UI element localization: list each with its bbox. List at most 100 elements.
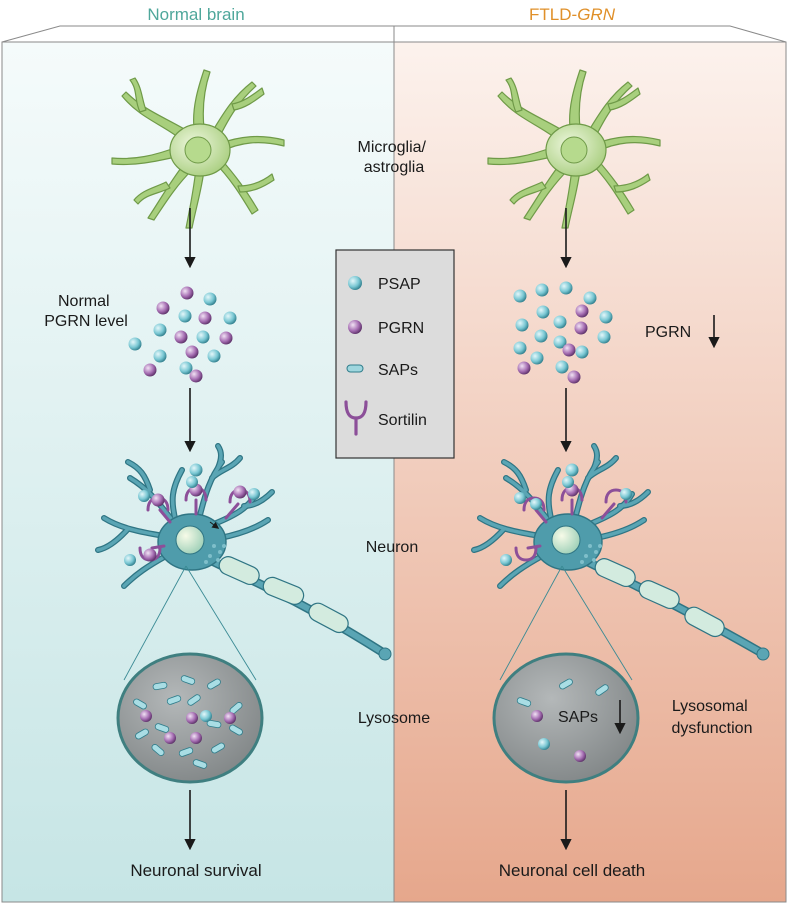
lysosome-label: Lysosome (358, 710, 430, 727)
psap-sphere (530, 498, 542, 510)
pgrn-sphere (185, 345, 199, 359)
sortilin-receptor-icon (344, 400, 368, 436)
legend-box: PSAP PGRN SAPs Sortilin (335, 249, 455, 459)
neuron-nucleus-right (551, 525, 581, 555)
psap-sphere (178, 309, 192, 323)
normal-pgrn-label-line1: Normal (58, 293, 110, 310)
neuron-right (471, 443, 770, 661)
pgrn-sphere-icon (348, 320, 362, 334)
legend-item-sortilin: Sortilin (344, 400, 427, 436)
psap-sphere (565, 463, 579, 477)
pgrn-sphere (517, 361, 531, 375)
pgrn-sphere (233, 485, 247, 499)
protein-cloud-left (128, 286, 237, 383)
psap-sphere (513, 341, 527, 355)
axon-terminal (756, 647, 770, 661)
legend-item-pgrn: PGRN (348, 320, 424, 337)
neuron-nucleus-left (175, 525, 205, 555)
sap-capsule (206, 719, 222, 729)
psap-sphere (153, 349, 167, 363)
psap-sphere (514, 492, 526, 504)
psap-sphere (583, 291, 597, 305)
ftld-grn-title-prefix: FTLD- (529, 5, 577, 24)
sap-capsule (516, 697, 532, 707)
myelin-segment (262, 576, 305, 605)
psap-sphere (203, 292, 217, 306)
pgrn-sphere (574, 750, 586, 762)
pgrn-sphere (143, 363, 157, 377)
neuron-label: Neuron (366, 539, 418, 556)
legend-item-saps: SAPs (346, 362, 418, 379)
psap-sphere (153, 323, 167, 337)
psap-sphere (562, 476, 574, 488)
psap-sphere (200, 710, 212, 722)
psap-sphere (559, 281, 573, 295)
sap-capsule (559, 678, 573, 690)
psap-sphere (196, 330, 210, 344)
lysosome-left (116, 652, 264, 784)
lysosome-right: SAPs (492, 652, 640, 784)
myelin-segment (308, 602, 349, 634)
glia-label-line2: astroglia (364, 159, 425, 176)
psap-sphere (515, 318, 529, 332)
psap-sphere (535, 283, 549, 297)
pgrn-sphere (189, 369, 203, 383)
psap-sphere (536, 305, 550, 319)
normal-pgrn-label: Normal PGRN level (44, 293, 128, 330)
psap-sphere (124, 554, 136, 566)
lysosomal-dysfunction-line2: dysfunction (672, 720, 753, 737)
sap-capsule (207, 678, 221, 690)
glia-nucleus-left (184, 136, 212, 164)
sap-capsule (229, 724, 243, 736)
psap-sphere (534, 329, 548, 343)
glia-cell-left (111, 69, 285, 229)
pgrn-sphere (143, 548, 157, 562)
sap-capsule (180, 675, 196, 685)
psap-sphere (500, 554, 512, 566)
psap-sphere (207, 349, 221, 363)
psap-sphere (179, 361, 193, 375)
myelin-segment (594, 558, 636, 588)
axon-terminal (378, 647, 392, 661)
lysosomal-dysfunction-label: Lysosomal dysfunction (672, 698, 753, 737)
glia-nucleus-right (560, 136, 588, 164)
psap-sphere (555, 360, 569, 374)
sap-capsule (166, 695, 182, 705)
normal-pgrn-label-line2: PGRN level (44, 313, 128, 330)
sap-capsule (135, 728, 149, 740)
pgrn-sphere (190, 732, 202, 744)
sortilin-receptor (514, 544, 542, 562)
psap-sphere (538, 738, 550, 750)
pgrn-sphere (164, 732, 176, 744)
normal-brain-title: Normal brain (147, 5, 244, 24)
psap-sphere (599, 310, 613, 324)
psap-sphere (620, 488, 632, 500)
psap-sphere (530, 351, 544, 365)
legend-item-psap: PSAP (348, 276, 421, 293)
pgrn-sphere (567, 370, 581, 384)
sortilin-receptor (522, 496, 548, 524)
sap-capsule (178, 747, 194, 757)
pgrn-sphere (219, 331, 233, 345)
neuronal-survival-label: Neuronal survival (130, 861, 261, 880)
sap-capsule (187, 694, 201, 706)
glia-cell-right (487, 69, 661, 229)
saps-decrease-label: SAPs (558, 709, 598, 726)
sap-capsule (211, 742, 225, 754)
pgrn-sphere (224, 712, 236, 724)
sap-capsule (133, 698, 147, 710)
myelin-segment (218, 556, 260, 586)
pgrn-sphere (562, 343, 576, 357)
pgrn-sphere (574, 321, 588, 335)
legend-label-pgrn: PGRN (378, 320, 424, 337)
pgrn-sphere (575, 304, 589, 318)
lysosomal-dysfunction-line1: Lysosomal (672, 698, 748, 715)
neuron-left (95, 443, 392, 661)
neuronal-cell-death-label: Neuronal cell death (499, 861, 645, 880)
psap-sphere (553, 315, 567, 329)
ftld-grn-title-gene: GRN (577, 5, 616, 24)
psap-sphere (186, 476, 198, 488)
psap-sphere (189, 463, 203, 477)
pgrn-sphere (174, 330, 188, 344)
